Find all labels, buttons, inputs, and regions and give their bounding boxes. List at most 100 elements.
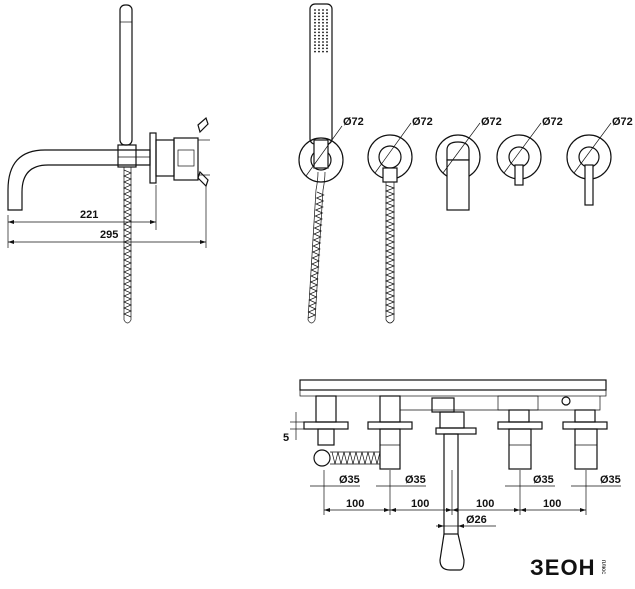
valve-body-2 (367, 395, 413, 470)
spout-diameter-dim: Ø26 (436, 514, 496, 528)
dim-295-label: 295 (100, 229, 118, 241)
rosette-5 (566, 134, 612, 206)
spacing-label-3: 100 (476, 498, 494, 510)
nozzle-dot (322, 37, 324, 40)
nozzle-dot (314, 21, 316, 24)
valve-label-1: Ø35 (339, 474, 360, 486)
nozzle-dot (314, 44, 316, 47)
side-view: 221 295 (7, 4, 210, 324)
spacing-label-4: 100 (543, 498, 561, 510)
nozzle-dot (322, 9, 324, 11)
dimension-295: 295 (8, 185, 207, 248)
body-view: 5 Ø35 Ø35 Ø35 Ø35 (283, 379, 621, 571)
valve-body-4 (562, 409, 608, 470)
nozzle-dot (318, 31, 320, 34)
valve-label-2: Ø35 (405, 474, 426, 486)
logo-text: ЗЕОН (530, 555, 595, 580)
nozzle-dot (318, 47, 320, 50)
rosette-2 (367, 134, 413, 183)
spout-body (435, 411, 477, 571)
valve-label-4: Ø35 (600, 474, 621, 486)
dimension-221: 221 (7, 185, 157, 248)
shower-hose-side (123, 167, 132, 324)
nozzle-dot (314, 12, 316, 15)
nozzle-dot (322, 12, 324, 15)
valve-body-3 (497, 409, 543, 470)
nozzle-dot (322, 47, 324, 50)
nozzle-dot (314, 34, 316, 37)
mounting-plate (299, 379, 607, 391)
nozzle-dot (326, 47, 328, 50)
rosette-leaders (305, 122, 612, 177)
valve-body-side (155, 116, 210, 188)
nozzle-dot (314, 41, 316, 43)
nozzle-dot (322, 31, 324, 34)
nozzle-dot (326, 15, 328, 18)
shower-nozzles (314, 9, 328, 53)
nozzle-dot (314, 47, 316, 50)
rosette-4 (496, 134, 542, 186)
nozzle-dot (314, 18, 316, 21)
rosette-label-3: Ø72 (481, 116, 502, 128)
spacing-dims (323, 470, 587, 515)
nozzle-dot (326, 44, 328, 47)
nozzle-dot (322, 41, 324, 43)
nozzle-dot (318, 28, 320, 31)
nozzle-dot (322, 21, 324, 24)
nozzle-dot (326, 28, 328, 31)
rosette-3 (435, 134, 481, 211)
nozzle-dot (318, 18, 320, 21)
nozzle-dot (326, 25, 328, 27)
dimension-offset-5: 5 (283, 412, 304, 444)
wall-plate-side (149, 132, 157, 184)
nozzle-dot (314, 25, 316, 27)
nozzle-dot (318, 12, 320, 15)
nozzle-dot (318, 50, 320, 53)
nozzle-dot (322, 34, 324, 37)
shower-hose-front-2 (385, 182, 395, 324)
nozzle-dot (318, 15, 320, 18)
rosette-label-5: Ø72 (612, 116, 633, 128)
hand-shower-side (119, 4, 133, 146)
shower-holder-side (117, 144, 137, 168)
dim-221-label: 221 (80, 209, 98, 221)
nozzle-dot (326, 21, 328, 24)
nozzle-dot (314, 31, 316, 34)
nozzle-dot (322, 28, 324, 31)
front-view: Ø72 Ø72 Ø72 Ø72 Ø72 (298, 3, 633, 324)
nozzle-dot (322, 15, 324, 18)
rosette-label-2: Ø72 (412, 116, 433, 128)
nozzle-dot (318, 25, 320, 27)
nozzle-dot (314, 9, 316, 11)
offset-label: 5 (283, 432, 289, 444)
nozzle-dot (322, 25, 324, 27)
valve-body-1 (303, 395, 381, 467)
hand-shower-front (309, 3, 333, 145)
nozzle-dot (318, 9, 320, 11)
nozzle-dot (326, 50, 328, 53)
nozzle-dot (318, 41, 320, 43)
rosette-1 (298, 137, 344, 183)
nozzle-dot (314, 37, 316, 40)
valve-label-3: Ø35 (533, 474, 554, 486)
nozzle-dot (326, 37, 328, 40)
spout-side (7, 149, 151, 211)
nozzle-dot (314, 15, 316, 18)
spacing-label-2: 100 (411, 498, 429, 510)
shower-hose-front-1 (307, 171, 326, 324)
nozzle-dot (326, 12, 328, 15)
spout-diameter-label: Ø26 (466, 514, 487, 526)
nozzle-dot (326, 31, 328, 34)
nozzle-dot (326, 41, 328, 43)
rosette-label-1: Ø72 (343, 116, 364, 128)
nozzle-dot (326, 34, 328, 37)
rosette-label-4: Ø72 (542, 116, 563, 128)
nozzle-dot (326, 18, 328, 21)
nozzle-dot (322, 44, 324, 47)
nozzle-dot (314, 50, 316, 53)
nozzle-dot (318, 44, 320, 47)
nozzle-dot (322, 18, 324, 21)
nozzle-dot (318, 37, 320, 40)
nozzle-dot (322, 50, 324, 53)
